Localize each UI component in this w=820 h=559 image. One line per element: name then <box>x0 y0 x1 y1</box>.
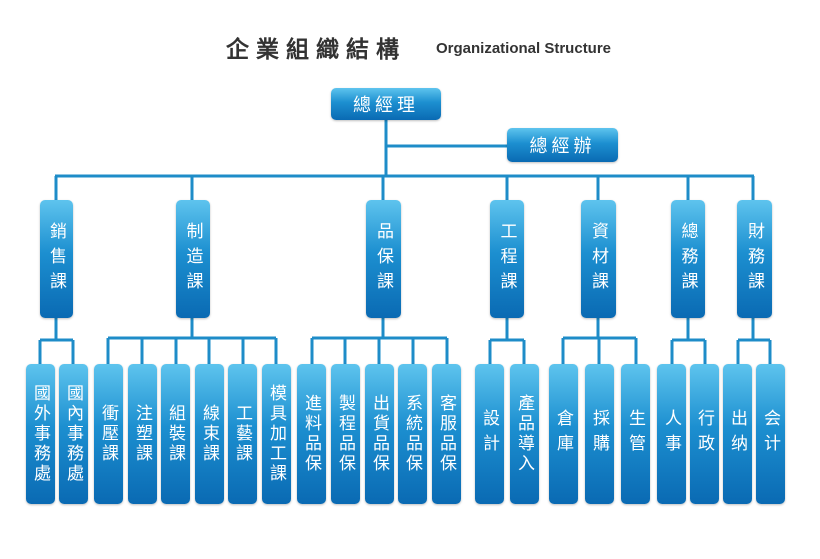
subunit-box: 國外事務處 <box>26 364 55 504</box>
subunit-box: 注塑課 <box>128 364 157 504</box>
dept-finance: 財務課 <box>737 200 772 318</box>
subunit-box: 模具加工課 <box>262 364 291 504</box>
subunit-box: 衝壓課 <box>94 364 123 504</box>
dept-quality: 品保課 <box>366 200 401 318</box>
chart-subtitle: Organizational Structure <box>436 40 612 57</box>
dept-sales: 銷售課 <box>40 200 73 318</box>
subunit-box: 採購 <box>585 364 614 504</box>
node-gm-office: 總經辦 <box>507 128 618 162</box>
subunit-box: 出貨品保 <box>365 364 394 504</box>
dept-engineering: 工程課 <box>490 200 524 318</box>
subunit-box: 製程品保 <box>331 364 360 504</box>
subunit-box: 進料品保 <box>297 364 326 504</box>
subunit-box: 客服品保 <box>432 364 461 504</box>
subunit-box: 出纳 <box>723 364 752 504</box>
dept-materials: 資材課 <box>581 200 616 318</box>
dept-manufacturing: 制造課 <box>176 200 210 318</box>
subunit-box: 会计 <box>756 364 785 504</box>
subunit-box: 倉庫 <box>549 364 578 504</box>
subunit-box: 人事 <box>657 364 686 504</box>
dept-general-affairs: 總務課 <box>671 200 705 318</box>
subunit-box: 線束課 <box>195 364 224 504</box>
subunit-box: 行政 <box>690 364 719 504</box>
subunit-box: 系統品保 <box>398 364 427 504</box>
chart-title: 企業組織結構 <box>226 37 406 63</box>
subunit-box: 產品導入 <box>510 364 539 504</box>
node-general-manager: 總經理 <box>331 88 441 120</box>
subunit-box: 設計 <box>475 364 504 504</box>
subunit-box: 工藝課 <box>228 364 257 504</box>
subunit-box: 國內事務處 <box>59 364 88 504</box>
subunit-box: 生管 <box>621 364 650 504</box>
subunit-box: 組裝課 <box>161 364 190 504</box>
